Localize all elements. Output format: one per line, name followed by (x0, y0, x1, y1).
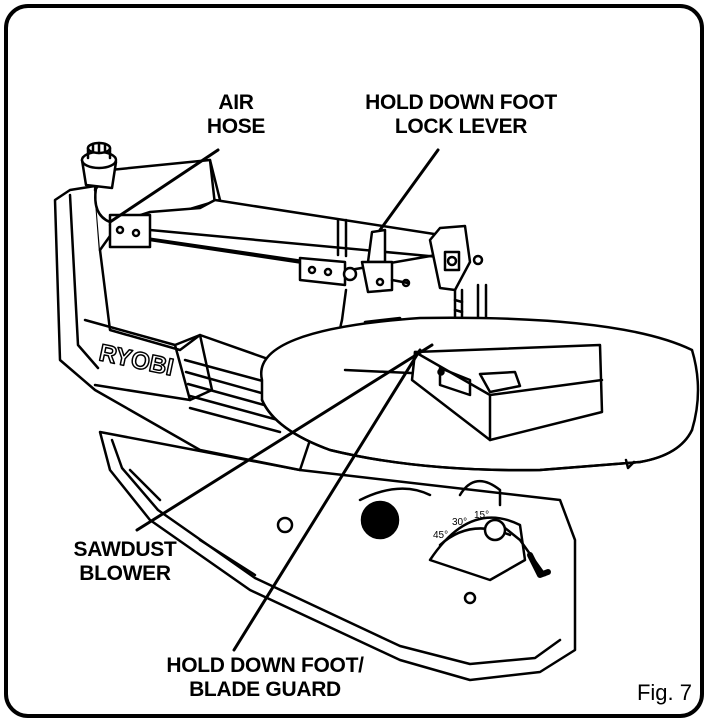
callout-line: BLOWER (79, 562, 171, 585)
figure-label: Fig. 7 (636, 680, 692, 705)
svg-text:45°: 45° (433, 530, 448, 541)
callout-air-hose: AIR HOSE (196, 91, 276, 139)
svg-text:30°: 30° (452, 517, 467, 528)
leader-lines (108, 148, 440, 652)
leader-air-hose (108, 148, 220, 224)
blade-head (428, 224, 488, 352)
leader-lock-lever (378, 148, 440, 232)
callout-sawdust-blower: SAWDUST BLOWER (60, 538, 190, 586)
callout-hold-down-lock-lever: HOLD DOWN FOOT LOCK LEVER (356, 91, 566, 139)
leader-sawdust-blower (135, 343, 434, 532)
callout-line: HOLD DOWN FOOT (365, 91, 557, 114)
callout-line: SAWDUST (73, 538, 177, 561)
leader-blade-guard (232, 348, 422, 652)
bevel-scale (358, 480, 551, 582)
svg-text:15°: 15° (474, 510, 489, 521)
callout-line: LOCK LEVER (394, 115, 528, 138)
air-hose-fitting (80, 141, 118, 224)
callout-line: HOLD DOWN FOOT/ (166, 654, 364, 677)
callout-hold-down-foot-blade-guard: HOLD DOWN FOOT/ BLADE GUARD (150, 654, 380, 702)
callout-line: BLADE GUARD (189, 678, 341, 701)
callout-line: HOSE (206, 115, 266, 138)
callout-line: AIR (218, 91, 254, 114)
hold-down-lock-lever (336, 218, 411, 294)
saw-table (259, 316, 700, 472)
upper-arm (108, 198, 467, 287)
bevel-scale-marks: 45° 30° 15° (433, 510, 489, 541)
